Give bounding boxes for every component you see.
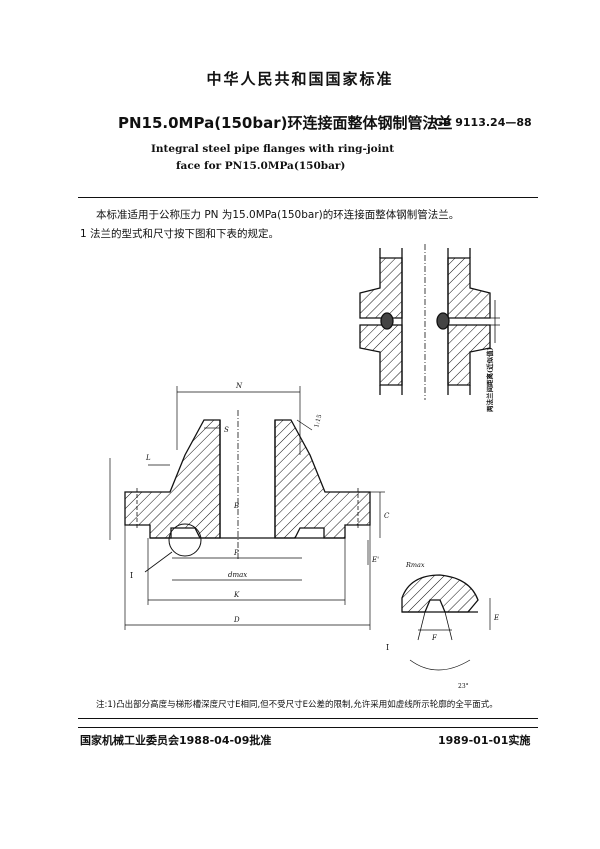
footer-divider-bottom: [78, 727, 538, 728]
figure-note: 注:1)凸出部分高度与梯形槽深度尺寸E相同,但不受尺寸E公差的限制,允许采用如虚…: [96, 700, 498, 710]
assembly-view: [359, 244, 500, 400]
label-B: B: [233, 502, 239, 510]
label-E-prime: E': [371, 556, 379, 564]
implementation-date: 1989-01-01实施: [438, 734, 531, 747]
label-S: S: [224, 426, 229, 434]
label-C: C: [384, 512, 390, 520]
label-detail-ref-large: I: [386, 643, 389, 652]
document-title-english-line1: Integral steel pipe flanges with ring-jo…: [151, 143, 395, 155]
document-title-english-line2: face for PN15.0MPa(150bar): [176, 160, 346, 172]
ring-groove-detail: [401, 574, 491, 671]
standard-number: GB 9113.24—88: [434, 116, 532, 129]
label-N: N: [235, 382, 243, 390]
clause-1-paragraph: 1 法兰的型式和尺寸按下图和下表的规定。: [80, 228, 280, 240]
label-F: F: [431, 634, 438, 642]
national-standard-heading: 中华人民共和国国家标准: [206, 70, 394, 88]
label-taper: 1:15: [313, 414, 323, 429]
footer-divider-top: [78, 718, 538, 719]
label-detail-ref: I: [130, 571, 133, 580]
label-D: D: [233, 616, 240, 624]
gap-label: 两法兰间距离(近似值): [485, 347, 494, 412]
label-P: P: [233, 549, 239, 557]
label-Rmax: Rmax: [405, 561, 425, 569]
header-divider: [78, 197, 538, 198]
dimension-lines: [109, 386, 385, 630]
document-title-chinese: PN15.0MPa(150bar)环连接面整体钢制管法兰: [118, 114, 453, 132]
label-dmax: dmax: [228, 571, 247, 579]
approval-info: 国家机械工业委员会1988-04-09批准: [80, 734, 272, 747]
label-angle: 23°: [458, 683, 469, 690]
label-K: K: [233, 591, 240, 599]
flange-section: [124, 410, 371, 573]
label-E: E: [493, 614, 499, 622]
label-L: L: [145, 454, 151, 462]
scope-paragraph: 本标准适用于公称压力 PN 为15.0MPa(150bar)的环连接面整体钢制管…: [96, 209, 460, 221]
